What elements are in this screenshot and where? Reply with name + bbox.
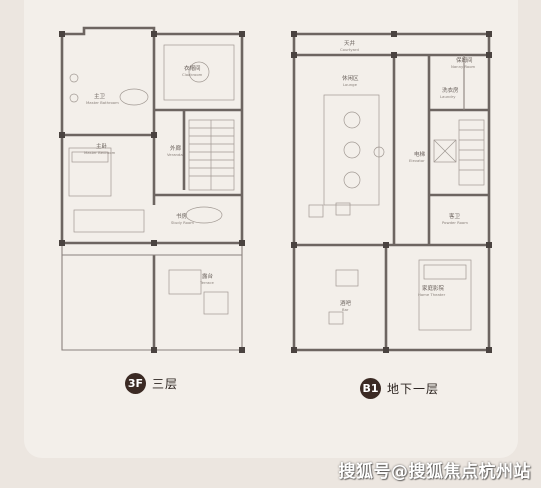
room-label-nanny-en: Nanny Room	[451, 64, 476, 69]
room-label-lounge-en: Lounge	[343, 82, 358, 87]
room-label-courtyard-en: Courtyard	[340, 47, 359, 52]
plan-3f: 衣帽间 Cloakroom 主卫 Master Bathroom 主卧 Mast…	[59, 26, 245, 353]
room-label-veranda: 外廊	[170, 144, 182, 152]
floor-plans-drawing: 衣帽间 Cloakroom 主卫 Master Bathroom 主卧 Mast…	[59, 26, 492, 353]
floor-label-b1: B1 地下一层	[360, 378, 439, 399]
floor-plan-card: 衣帽间 Cloakroom 主卫 Master Bathroom 主卧 Mast…	[24, 0, 518, 458]
room-label-elevator: 电梯	[414, 150, 426, 158]
room-label-master-bedroom: 主卧	[96, 142, 108, 150]
floor-name-b1: 地下一层	[387, 382, 440, 396]
room-label-bar: 酒吧	[340, 299, 352, 307]
plan-b1: 天井 Courtyard 休闲区 Lounge 保姆间 Nanny Room 洗…	[291, 31, 492, 353]
room-label-powder-en: Powder Room	[442, 220, 468, 225]
floor-badge-b1: B1	[360, 378, 381, 399]
room-label-cloakroom: 衣帽间	[184, 64, 201, 72]
room-label-master-bedroom-en: Master Bedroom	[84, 150, 116, 155]
floor-name-3f: 三层	[152, 377, 179, 391]
room-label-laundry: 洗衣房	[442, 86, 459, 94]
room-label-master-bath-en: Master Bathroom	[86, 100, 119, 105]
room-label-cloakroom-en: Cloakroom	[182, 72, 203, 77]
room-label-study-en: Study Room	[171, 220, 194, 225]
room-label-theater: 家庭影院	[422, 284, 445, 292]
room-label-lounge: 休闲区	[342, 74, 359, 82]
room-label-powder: 客卫	[449, 212, 461, 220]
room-label-terrace: 露台	[202, 272, 214, 280]
room-label-courtyard: 天井	[344, 39, 356, 47]
watermark-text: 搜狐号@搜狐焦点杭州站	[338, 462, 531, 482]
room-label-elevator-en: Elevator	[409, 158, 425, 163]
floor-badge-3f: 3F	[125, 373, 146, 394]
room-label-terrace-en: Terrace	[199, 280, 214, 285]
room-label-master-bath: 主卫	[94, 92, 106, 100]
floor-label-3f: 3F 三层	[125, 373, 178, 394]
room-label-study: 书房	[176, 212, 188, 220]
room-label-laundry-en: Laundry	[440, 94, 456, 99]
room-label-theater-en: Home Theater	[418, 292, 446, 297]
room-label-nanny: 保姆间	[456, 56, 473, 64]
room-label-veranda-en: Veranda	[167, 152, 183, 157]
room-label-bar-en: Bar	[342, 307, 349, 312]
